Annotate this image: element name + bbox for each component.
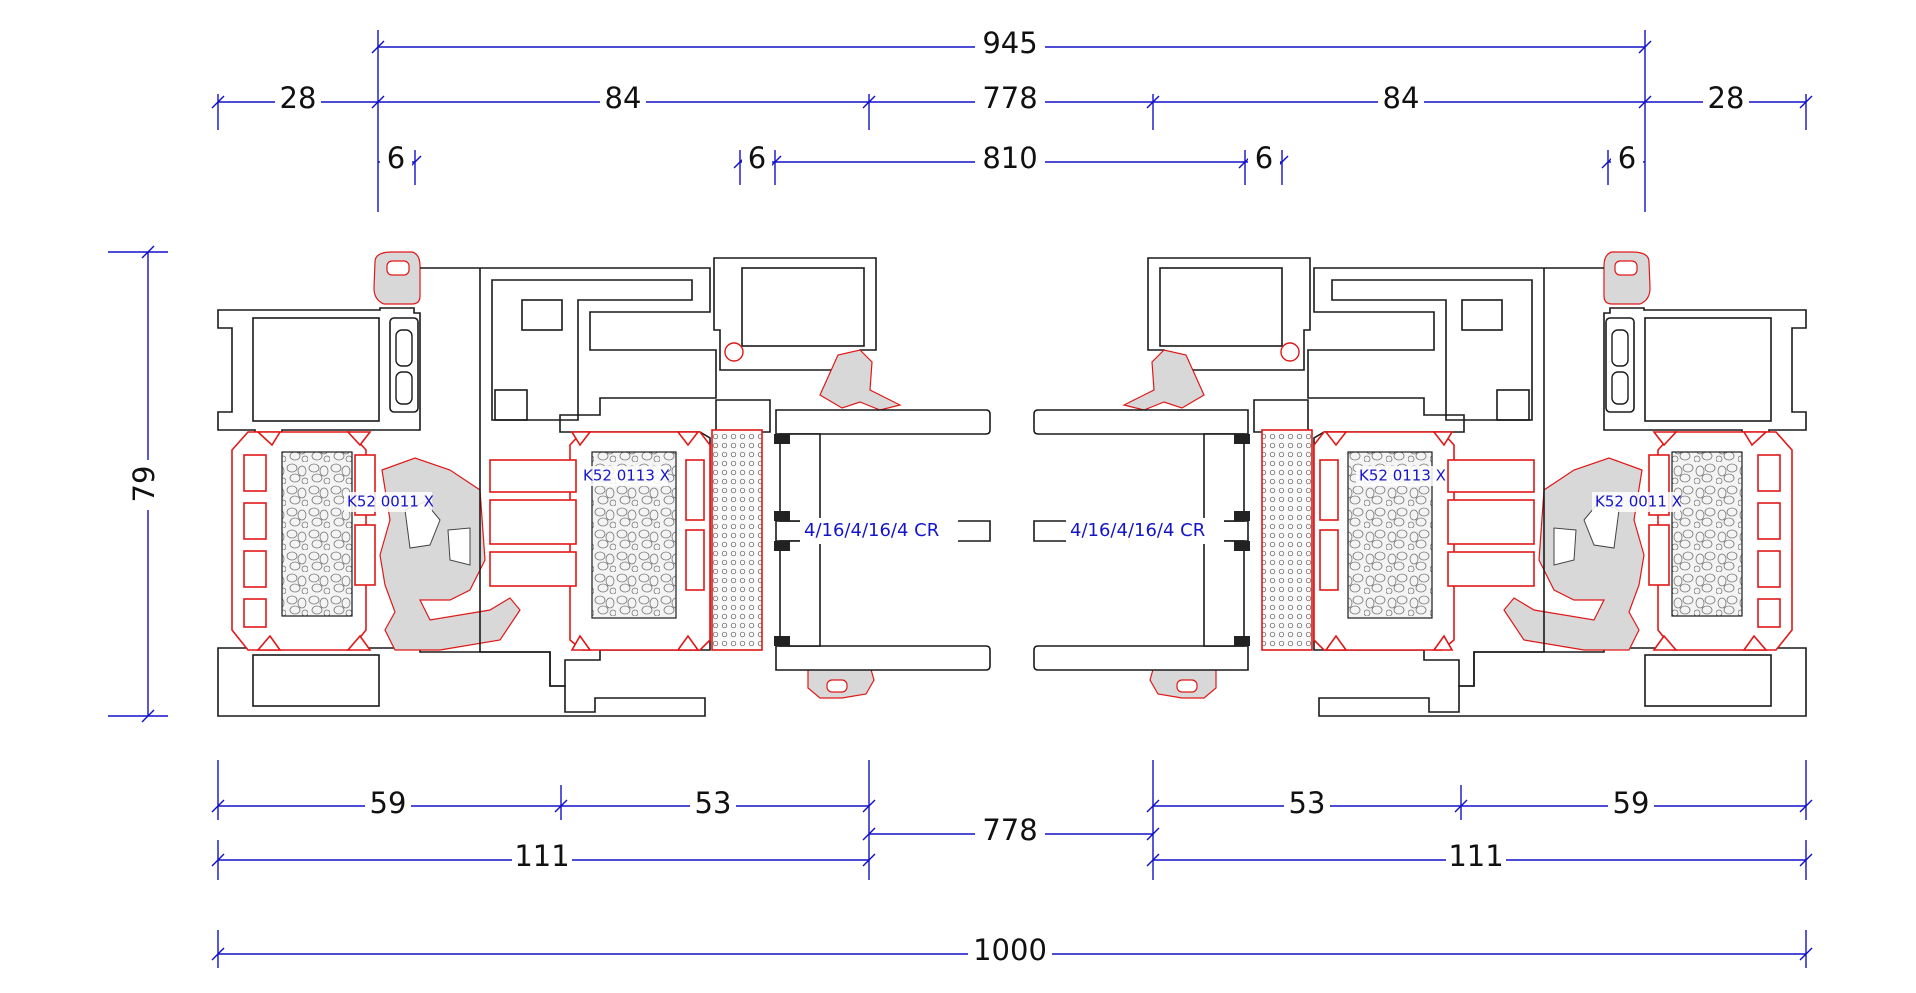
left-sash-thermal-break [489, 431, 711, 651]
dim-top-overall-label: 945 [982, 26, 1037, 60]
label-sash-right: K52 0113 X [1359, 467, 1446, 485]
dim-53-right: 53 [1289, 786, 1326, 820]
left-sash-chamber [491, 279, 693, 421]
left-insulating-strip [711, 429, 763, 651]
dim-111-left: 111 [514, 839, 569, 873]
dim-6-a: 6 [387, 141, 405, 175]
dim-6-c: 6 [1255, 141, 1273, 175]
dim-59-right: 59 [1613, 786, 1650, 820]
label-frame-left: K52 0011 X [347, 493, 434, 511]
left-sash-notch [521, 299, 563, 331]
left-sash-hook [494, 389, 528, 421]
left-glazing-unit [774, 409, 991, 671]
dim-111-right: 111 [1448, 839, 1503, 873]
left-profile-assembly [217, 251, 991, 717]
left-glazing-bead [713, 257, 877, 433]
dim-top-row: 28 84 778 84 28 [211, 81, 1813, 130]
dim-bottom-center: 778 [862, 813, 1160, 851]
dimension-lines: 945 28 84 778 84 28 [108, 26, 1813, 971]
label-glass-left: 4/16/4/16/4 CR [804, 520, 939, 541]
dim-778-bottom: 778 [982, 813, 1037, 847]
dim-59-left: 59 [370, 786, 407, 820]
dim-bottom-row2: 111 111 [211, 839, 1813, 880]
dim-6-d: 6 [1618, 141, 1636, 175]
dim-84-right: 84 [1383, 81, 1420, 115]
profile-labels: K52 0011 X K52 0113 X K52 0113 X K52 001… [344, 466, 1682, 544]
left-frame-thermal-break [231, 431, 376, 651]
label-glass-right: 4/16/4/16/4 CR [1070, 520, 1205, 541]
dim-top-overall: 945 [371, 26, 1652, 212]
left-frame-chamber-top [252, 317, 380, 422]
dim-810: 810 [982, 141, 1037, 175]
left-glass-gasket-top [819, 349, 902, 411]
dim-1000: 1000 [973, 933, 1047, 967]
dim-84-left: 84 [605, 81, 642, 115]
dim-top-small: 6 6 810 6 6 [378, 141, 1645, 185]
dim-778-top: 778 [982, 81, 1037, 115]
dim-6-b: 6 [748, 141, 766, 175]
label-frame-right: K52 0011 X [1595, 493, 1682, 511]
left-frame-chamber-bottom [252, 654, 380, 707]
dim-bottom-total: 1000 [211, 930, 1813, 971]
left-top-gasket [373, 251, 421, 305]
left-frame-outline-bottom [217, 647, 706, 717]
left-frame-seal [389, 317, 419, 413]
dim-53-left: 53 [695, 786, 732, 820]
dim-height: 79 [108, 245, 168, 723]
dim-28-right: 28 [1708, 81, 1745, 115]
dim-28-left: 28 [280, 81, 317, 115]
dim-bottom-row1: 59 53 53 59 [211, 760, 1813, 880]
dim-79: 79 [127, 466, 161, 503]
label-sash-left: K52 0113 X [583, 467, 670, 485]
